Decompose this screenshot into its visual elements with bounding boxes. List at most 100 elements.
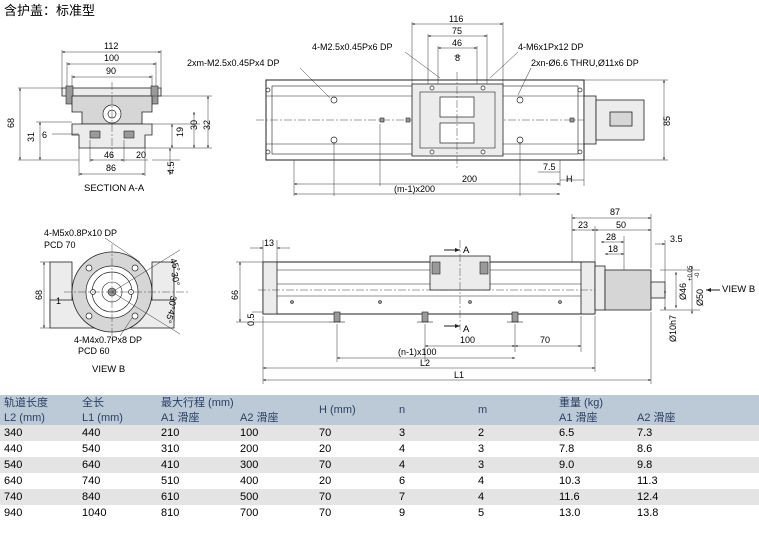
dim-70: 70 (540, 335, 550, 345)
dim-46: 46 (452, 38, 462, 48)
dim-l2: L2 (420, 358, 430, 368)
angle-45-bottom: 45° (163, 308, 177, 325)
dim-112: 112 (104, 41, 118, 51)
table-cell: 7 (395, 489, 474, 505)
dim-20: 20 (136, 150, 146, 160)
table-cell: 7.8 (555, 441, 633, 457)
dim-7-5: 7.5 (543, 162, 556, 172)
dim-n-1-x100: (n-1)x100 (398, 347, 437, 357)
callout-m2-5-4: 4-M2.5x0.45Px6 DP (312, 42, 393, 52)
table-cell: 440 (0, 441, 78, 457)
table-cell: 640 (78, 457, 157, 473)
section-marker-a-bottom: A (463, 324, 470, 335)
dim-dia-46: Ø46 (678, 283, 688, 300)
header-weight-a1: A1 滑座 (555, 410, 633, 425)
table-cell: 6 (395, 473, 474, 489)
table-cell: 13.0 (555, 505, 633, 521)
dim-68: 68 (6, 118, 16, 128)
callout-m6: 4-M6x1Px12 DP (518, 42, 584, 52)
header-total-length: 全长 (78, 395, 157, 410)
table-cell: 4 (395, 441, 474, 457)
angle-30-bottom: 30° (166, 295, 178, 311)
section-aa-view: 112 100 90 68 31 6 46 20 86 (6, 41, 212, 194)
table-cell: 210 (157, 425, 236, 441)
header-l2: L2 (mm) (0, 410, 78, 425)
table-header-row-1: 轨道长度 全长 最大行程 (mm) H (mm) n m 重量 (kg) (0, 395, 759, 425)
dim-86: 86 (106, 163, 116, 173)
dim-30: 30 (189, 120, 199, 130)
dim-85: 85 (662, 116, 672, 126)
callout-pcd70: PCD 70 (44, 240, 76, 250)
dim-23: 23 (578, 220, 588, 230)
front-view: 13 A A 66 (230, 207, 755, 384)
header-weight: 重量 (kg) (555, 395, 759, 410)
dim-m-1-x200: (m-1)x200 (394, 184, 435, 194)
table-cell: 4 (474, 489, 555, 505)
table-cell: 940 (0, 505, 78, 521)
table-cell: 9.8 (633, 457, 759, 473)
view-b: 4-M5x0.8Px10 DP PCD 70 45° 30° 30° 45° 6… (34, 228, 190, 375)
table-cell: 400 (236, 473, 315, 489)
table-cell: 7.3 (633, 425, 759, 441)
table-cell: 10.3 (555, 473, 633, 489)
spec-table: 轨道长度 全长 最大行程 (mm) H (mm) n m 重量 (kg) L2 … (0, 395, 759, 521)
table-cell: 13.8 (633, 505, 759, 521)
callout-m2-5-2xm: 2xm-M2.5x0.45Px4 DP (187, 58, 280, 68)
table-cell: 5 (474, 505, 555, 521)
dim-31: 31 (26, 132, 36, 142)
view-b-label: VIEW B (92, 364, 125, 375)
section-marker-a-top: A (463, 245, 470, 256)
table-cell: 300 (236, 457, 315, 473)
dim-75: 75 (452, 26, 462, 36)
header-h: H (mm) (315, 395, 395, 425)
table-cell: 6.5 (555, 425, 633, 441)
top-view: 116 75 46 8 2xm-M2.5x0.45Px4 DP 4-M2.5x0… (187, 14, 672, 196)
table-cell: 9 (395, 505, 474, 521)
table-cell: 20 (315, 441, 395, 457)
table-cell: 310 (157, 441, 236, 457)
dim-dia-10h7: Ø10h7 (668, 315, 678, 342)
dim-28: 28 (606, 232, 616, 242)
table-cell: 200 (236, 441, 315, 457)
dim-dia-50: Ø50 (695, 289, 705, 306)
header-stroke-a2: A2 滑座 (236, 410, 315, 425)
table-cell: 840 (78, 489, 157, 505)
table-cell: 700 (236, 505, 315, 521)
table-cell: 3 (474, 441, 555, 457)
header-max-stroke: 最大行程 (mm) (157, 395, 315, 410)
header-stroke-a1: A1 滑座 (157, 410, 236, 425)
table-cell: 440 (78, 425, 157, 441)
table-cell: 540 (0, 457, 78, 473)
table-cell: 500 (236, 489, 315, 505)
callout-thru-hole: 2xn-Ø6.6 THRU,Ø11x6 DP (531, 58, 639, 68)
view-b-marker: VIEW B (722, 284, 755, 295)
dim-8: 8 (455, 53, 460, 63)
dim-19: 19 (175, 127, 185, 137)
dim-100: 100 (104, 53, 119, 63)
header-l1: L1 (mm) (78, 410, 157, 425)
dim-200: 200 (462, 174, 477, 184)
table-cell: 4 (474, 473, 555, 489)
dim-1: 1 (56, 296, 61, 306)
angle-45-top: 45° (168, 257, 182, 274)
dim-100: 100 (460, 335, 475, 345)
table-cell: 70 (315, 489, 395, 505)
table-header-row-2: L2 (mm) L1 (mm) A1 滑座 A2 滑座 A1 滑座 A2 滑座 (0, 410, 759, 425)
table-cell: 810 (157, 505, 236, 521)
table-cell: 11.3 (633, 473, 759, 489)
table-cell: 3 (395, 425, 474, 441)
dim-4-5: 4.5 (166, 161, 176, 174)
dim-tol-minus: -0 (695, 272, 701, 278)
dim-46: 46 (104, 150, 114, 160)
dim-50: 50 (616, 220, 626, 230)
dim-18: 18 (608, 244, 618, 254)
table-cell: 4 (395, 457, 474, 473)
table-cell: 8.6 (633, 441, 759, 457)
table-cell: 740 (78, 473, 157, 489)
